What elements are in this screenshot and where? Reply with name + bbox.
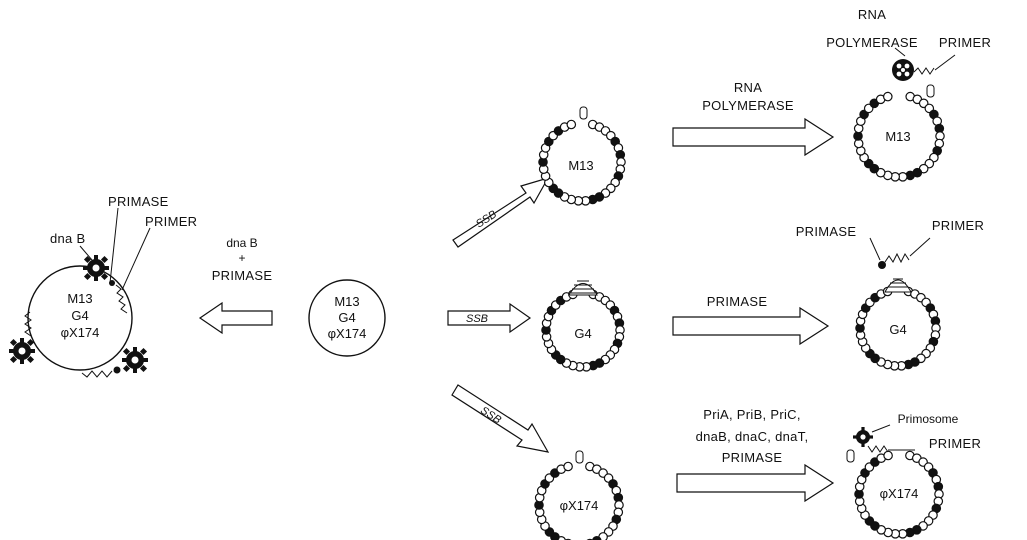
left-primed-circle: M13 G4 φX174 dna B PRIMASE [9, 194, 197, 378]
phix174-ssb-ring [534, 461, 624, 540]
primase-dot-icon [113, 366, 121, 374]
arrow-label-primase: PRIMASE [212, 268, 273, 283]
rnap-arrow-label-2: POLYMERASE [702, 98, 794, 113]
primosome-arrow: PriA, PriB, PriC, dnaB, dnaC, dnaT, PRIM… [676, 407, 835, 503]
phix174-ring-label: φX174 [560, 498, 599, 513]
leader-line [869, 237, 881, 261]
ssb-bead [882, 91, 893, 102]
left-label-m13: M13 [67, 291, 92, 306]
dnab-primase-arrow: dna B + PRIMASE [198, 236, 273, 335]
primase-arrow: PRIMASE [672, 294, 830, 346]
dnab-gear-top-icon [83, 255, 109, 281]
primer-zigzag-icon [867, 445, 889, 453]
leader-line [109, 207, 119, 284]
m13-primed-ring [853, 91, 945, 182]
phix-arrow-label-2: dnaB, dnaC, dnaT, [696, 429, 809, 444]
dnab-gear-left-icon [9, 338, 35, 364]
primer-zigzag-icon [913, 67, 935, 75]
primer-label: PRIMER [145, 214, 197, 229]
g4-hairpin-icon [568, 280, 598, 296]
leader-line [121, 227, 151, 291]
rna-polymerase-arrow: RNA POLYMERASE [672, 80, 835, 157]
m13-result-primer: PRIMER [939, 35, 991, 50]
phix174-primed-ring [854, 450, 944, 539]
ssb-arrow-middle: SSB [447, 302, 532, 334]
center-label-m13: M13 [334, 294, 359, 309]
left-label-g4: G4 [71, 308, 88, 323]
arrow-label-plus: + [238, 251, 245, 265]
primosome-gear-icon [853, 427, 873, 447]
phix-result-primer: PRIMER [929, 436, 981, 451]
leader-line [894, 47, 906, 57]
g4-result-primase: PRIMASE [796, 224, 857, 239]
primase-dot-icon [878, 261, 886, 269]
phix-result-primosome: Primosome [898, 412, 959, 426]
dnab-label: dna B [50, 231, 85, 246]
phix-arrow-label-1: PriA, PriB, PriC, [703, 407, 801, 422]
g4-result-primer: PRIMER [932, 218, 984, 233]
phix-arrow-label-3: PRIMASE [722, 450, 783, 465]
m13-rnap-complex: RNA POLYMERASE PRIMER [826, 7, 991, 98]
phix174-result-ring-label: φX174 [880, 486, 919, 501]
primer-zigzag-icon [115, 284, 128, 314]
left-label-phix174: φX174 [61, 325, 100, 340]
dnab-gear-right-icon [122, 347, 148, 373]
center-label-phix174: φX174 [328, 326, 367, 341]
leader-line [934, 54, 956, 71]
center-circle: M13 G4 φX174 [308, 279, 386, 357]
g4-primase-complex: PRIMASE PRIMER [796, 218, 984, 293]
phix174-primed-hairpin-icon [846, 449, 855, 463]
ssb-bead [883, 450, 893, 461]
m13-ring-label: M13 [568, 158, 593, 173]
rnap-arrow-label-1: RNA [734, 80, 762, 95]
m13-primed-hairpin-icon [926, 84, 935, 98]
leader-line [79, 245, 93, 261]
phix174-hairpin-icon [575, 450, 584, 464]
ssb-bead [592, 536, 602, 540]
ssb-bead [566, 119, 577, 130]
g4-ring-label: G4 [574, 326, 591, 341]
phix174-primosome-complex: Primosome PRIMER [846, 412, 981, 463]
ssb-arrow-up: SSB [452, 177, 550, 248]
primer-zigzag-icon [81, 370, 113, 378]
m13-hairpin-icon [579, 106, 588, 120]
leader-line [909, 237, 931, 257]
primer-zigzag-icon [24, 311, 32, 337]
ssb-arrow-down: SSB [451, 384, 550, 453]
m13-result-ring-label: M13 [885, 129, 910, 144]
g4-result-ring-label: G4 [889, 322, 906, 337]
leader-line [871, 424, 891, 433]
m13-result-rna: RNA [858, 7, 886, 22]
primer-zigzag-icon [884, 252, 910, 264]
m13-result-polymerase: POLYMERASE [826, 35, 918, 50]
ssb-label-middle: SSB [466, 313, 488, 325]
center-label-g4: G4 [338, 310, 355, 325]
arrow-label-dnab: dna B [226, 236, 257, 250]
ssb-bead [563, 461, 573, 472]
m13-ssb-ring [538, 119, 626, 206]
primase-arrow-label: PRIMASE [707, 294, 768, 309]
primase-label: PRIMASE [108, 194, 169, 209]
